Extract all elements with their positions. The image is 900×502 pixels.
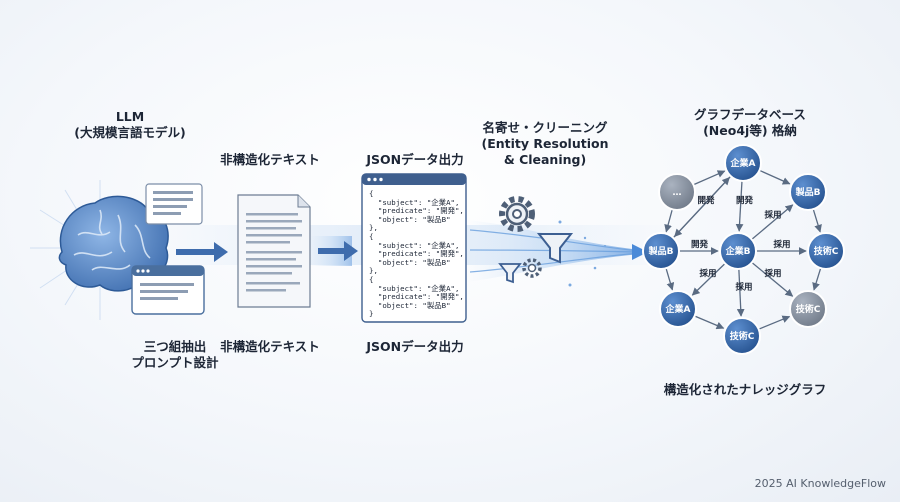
graph-edge-label: 採用	[699, 268, 716, 279]
prompt-label-line1: 三つ組抽出	[143, 339, 207, 354]
graph-edge-label: 開発	[697, 195, 715, 206]
json-code-line: "subject": "企業A",	[369, 283, 460, 293]
graph-edge	[812, 267, 822, 291]
graph-node-circle	[658, 173, 696, 211]
graph-node-circle	[659, 290, 697, 328]
graph-edge-labels: 開発開発採用開発採用採用採用採用	[691, 195, 791, 293]
json-code-line: "subject": "企業A",	[369, 197, 460, 207]
graph-edge	[665, 268, 675, 291]
prompt-window-icon	[131, 265, 205, 315]
graph-node: 技術C	[807, 232, 845, 270]
graph-nodes: … 企業A 製品B 製品B 企業B 技術C 企業A 技術C 技術C	[642, 144, 845, 355]
json-code-line: "subject": "企業A",	[369, 240, 460, 250]
graph-node-label: 企業A	[730, 157, 756, 169]
graph-node-label: 製品B	[795, 186, 821, 198]
graph-node-circle	[789, 173, 827, 211]
json-code-block: { "subject": "企業A", "predicate": "開発", "…	[369, 189, 464, 319]
graph-node-label: 技術C	[730, 330, 755, 342]
unstructured-text-title: 非構造化テキスト	[220, 152, 320, 167]
json-code-line: },	[369, 266, 378, 276]
json-code-line: {	[369, 274, 374, 284]
cleaning-subtitle-2: & Cleaning)	[503, 152, 587, 167]
json-code-line: "object": "製品B"	[369, 214, 451, 224]
graph-edge	[664, 209, 673, 233]
json-output-caption: JSONデータ出力	[366, 339, 464, 354]
graph-edge	[751, 204, 794, 240]
graph-node-circle	[719, 232, 757, 270]
graph-edge	[751, 261, 794, 297]
graph-edge	[693, 170, 726, 186]
graph-node-label: 技術C	[796, 303, 821, 315]
graph-node: 技術C	[789, 290, 827, 328]
llm-subtitle: (大規模言語モデル)	[74, 125, 186, 140]
flow-arrow-2	[318, 241, 358, 261]
funnel-small-icon	[498, 263, 522, 284]
json-code-line: }	[369, 309, 374, 319]
graph-db-subtitle: (Neo4j等) 格納	[703, 123, 797, 138]
document-card-icon	[145, 183, 203, 225]
graph-node: 企業A	[724, 144, 762, 182]
footer-credit: 2025 AI KnowledgeFlow	[754, 477, 886, 490]
graph-edge	[672, 177, 730, 239]
graph-node-label: 企業A	[665, 303, 691, 315]
llm-title: LLM	[115, 109, 145, 124]
graph-edge	[735, 180, 744, 232]
graph-edges	[664, 169, 822, 330]
json-code-line: {	[369, 189, 374, 198]
graph-edge	[758, 315, 791, 330]
json-output-title: JSONデータ出力	[366, 152, 464, 167]
graph-edge	[736, 268, 745, 317]
graph-node-label: 技術C	[814, 245, 839, 257]
json-code-line: "predicate": "開発",	[369, 249, 464, 259]
graph-edge-label: 採用	[773, 239, 790, 250]
graph-node: 製品B	[789, 173, 827, 211]
json-code-line: "object": "製品B"	[369, 300, 451, 310]
unstructured-text-document-icon	[237, 194, 311, 308]
graph-node-label: …	[673, 188, 682, 198]
graph-node-circle	[642, 232, 680, 270]
graph-edge	[691, 263, 726, 296]
graph-db-title: グラフデータベース	[694, 107, 806, 122]
graph-edge-label: 採用	[764, 268, 781, 279]
cleaning-title: 名寄せ・クリーニング	[482, 120, 608, 135]
json-code-line: "object": "製品B"	[369, 257, 451, 267]
graph-edge	[694, 315, 725, 330]
graph-node-circle	[789, 290, 827, 328]
graph-node: …	[658, 173, 696, 211]
graph-edge-label: 開発	[736, 195, 754, 206]
json-code-line: {	[369, 231, 374, 241]
gear-small-icon	[522, 258, 542, 278]
json-code-line: "predicate": "開発",	[369, 206, 464, 216]
graph-node-circle	[723, 317, 761, 355]
graph-edge	[812, 209, 822, 233]
gear-icon	[499, 196, 535, 232]
graph-node: 製品B	[642, 232, 680, 270]
graph-node: 技術C	[723, 317, 761, 355]
flow-arrow-1	[176, 242, 228, 262]
graph-node-circle	[807, 232, 845, 270]
sparkle-dots	[558, 220, 607, 287]
graph-node-label: 製品B	[648, 245, 674, 257]
graph-node-circle	[724, 144, 762, 182]
unstructured-text-caption: 非構造化テキスト	[220, 339, 320, 354]
graph-edge-label: 採用	[764, 210, 781, 221]
graph-node: 企業A	[659, 290, 697, 328]
funnel-icon	[536, 233, 574, 264]
graph-edge-label: 採用	[735, 282, 752, 293]
prompt-label-line2: プロンプト設計	[131, 355, 219, 370]
knowledge-graph-caption: 構造化されたナレッジグラフ	[663, 382, 827, 397]
graph-node-label: 企業B	[725, 245, 751, 257]
json-code-line: },	[369, 223, 378, 233]
graph-edge-label: 開発	[691, 239, 709, 250]
graph-node: 企業B	[719, 232, 757, 270]
cleaning-subtitle-1: (Entity Resolution	[481, 136, 609, 151]
graph-edge	[759, 169, 791, 185]
json-code-line: "predicate": "開発",	[369, 292, 464, 302]
